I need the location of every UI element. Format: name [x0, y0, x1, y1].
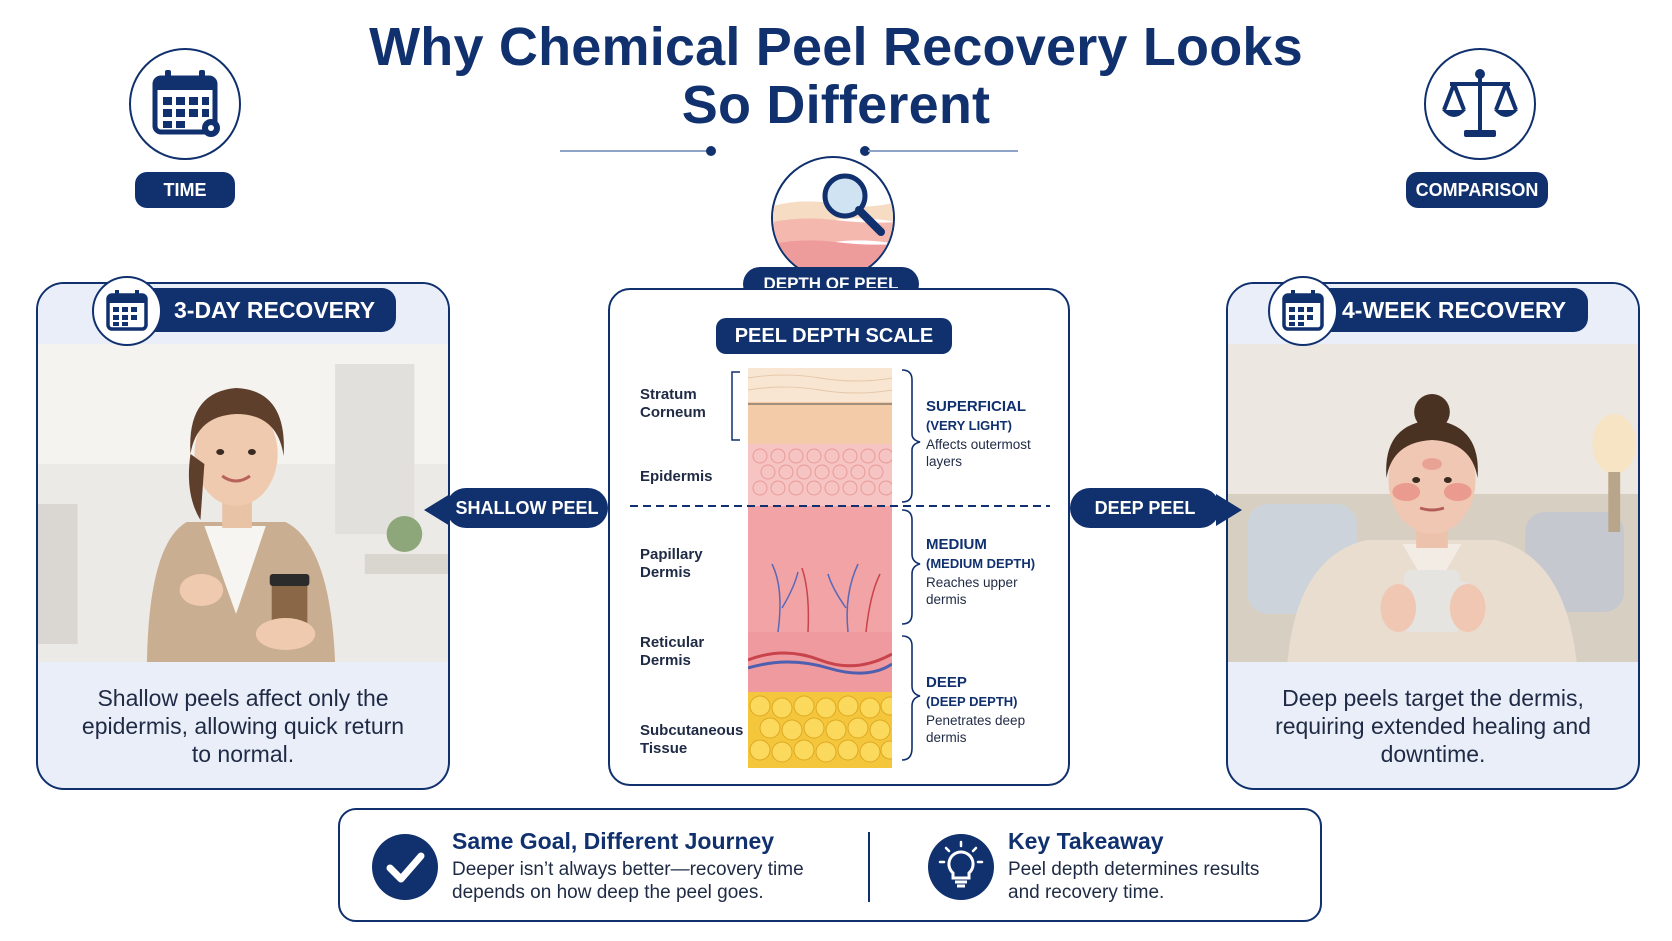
right-panel-heading: 4-WEEK RECOVERY: [1308, 288, 1588, 332]
text-line: Deeper isn’t always better—recovery time: [452, 859, 804, 880]
shallow-peel-arrow: SHALLOW PEEL: [446, 488, 608, 528]
depth-medium-name: MEDIUM: [926, 536, 987, 553]
comparison-circle: [1424, 48, 1536, 160]
layer-label-reticular-dermis: Reticular Dermis: [640, 634, 704, 670]
layer-label-stratum-corneum: Stratum Corneum: [640, 386, 706, 422]
title-rule-right: [868, 150, 1018, 152]
peel-depth-scale-title: PEEL DEPTH SCALE: [716, 318, 952, 354]
right-recovery-panel: Deep peels target the dermis, requiring …: [1226, 282, 1640, 790]
summary-left-text: Deeper isn’t always better—recovery time…: [452, 858, 804, 904]
right-panel-caption: Deep peels target the dermis, requiring …: [1275, 685, 1591, 767]
layer-label-subcutaneous-tissue: Subcutaneous Tissue: [640, 722, 743, 758]
desc-line: Affects outermost: [926, 437, 1031, 452]
right-calendar-circle: [1268, 276, 1338, 346]
calendar-icon: [1282, 290, 1324, 331]
text-line: and recovery time.: [1008, 882, 1165, 903]
magnifying-glass-icon: [773, 173, 893, 278]
lightbulb-icon: [938, 840, 984, 888]
epidermis-dermis-divider: [630, 505, 1050, 507]
left-calendar-circle: [92, 276, 162, 346]
depth-deep-sub: (DEEP DEPTH): [926, 694, 1018, 709]
layer-line: Dermis: [640, 652, 691, 669]
check-circle: [372, 834, 438, 900]
time-badge: TIME: [135, 172, 235, 208]
depth-superficial-sub: (VERY LIGHT): [926, 418, 1012, 433]
depth-superficial-name: SUPERFICIAL: [926, 398, 1027, 415]
layer-line: Papillary: [640, 546, 703, 563]
deep-peel-arrow: DEEP PEEL: [1070, 488, 1220, 528]
page-title: Why Chemical Peel Recovery Looks So Diff…: [369, 17, 1303, 135]
depth-medium-sub: (MEDIUM DEPTH): [926, 556, 1036, 571]
depth-deep-desc: Penetrates deep dermis: [926, 712, 1025, 746]
desc-line: Penetrates deep: [926, 713, 1026, 728]
depth-brackets: [901, 369, 921, 761]
left-panel-caption: Shallow peels affect only the epidermis,…: [81, 685, 405, 767]
depth-deep-name: DEEP: [926, 674, 967, 691]
desc-line: layers: [926, 454, 963, 469]
time-circle: [129, 48, 241, 160]
left-recovery-panel: Shallow peels affect only the epidermis,…: [36, 282, 450, 790]
balance-scale-icon: [1442, 69, 1518, 137]
shallow-peel-photo: [38, 344, 448, 662]
skin-cross-section: [748, 368, 892, 768]
layer-line: Epidermis: [640, 468, 713, 485]
comparison-badge: COMPARISON: [1406, 172, 1548, 208]
layer-line: Dermis: [640, 564, 691, 581]
lightbulb-circle: [928, 834, 994, 900]
peel-depth-scale-panel: PEEL DEPTH SCALE: [608, 288, 1070, 786]
summary-right-text: Peel depth determines results and recove…: [1008, 858, 1259, 904]
summary-box: Same Goal, Different Journey Deeper isn’…: [338, 808, 1322, 922]
text-line: depends on how deep the peel goes.: [452, 882, 764, 903]
desc-line: dermis: [926, 730, 967, 745]
shallow-arrow-head: [424, 494, 450, 526]
deep-peel-photo: [1228, 344, 1638, 662]
layer-line: Stratum: [640, 386, 697, 403]
depth-superficial-desc: Affects outermost layers: [926, 436, 1031, 470]
layer-line: Reticular: [640, 634, 705, 651]
check-icon: [386, 852, 425, 883]
summary-right-title: Key Takeaway: [1008, 828, 1164, 854]
title-rule-left: [560, 150, 710, 152]
layer-line: Tissue: [640, 740, 688, 757]
summary-divider: [868, 832, 870, 902]
left-panel-heading: 3-DAY RECOVERY: [140, 288, 396, 332]
summary-left-title: Same Goal, Different Journey: [452, 828, 775, 854]
stratum-bracket: [731, 371, 740, 441]
layer-label-epidermis: Epidermis: [640, 468, 713, 486]
text-line: Peel depth determines results: [1008, 859, 1260, 880]
layer-line: Corneum: [640, 404, 706, 421]
depth-magnifier-circle: [771, 156, 895, 280]
deep-arrow-head: [1216, 494, 1242, 526]
title-dot-right: [860, 146, 870, 156]
calendar-icon: [106, 290, 148, 331]
desc-line: Reaches upper: [926, 575, 1018, 590]
desc-line: dermis: [926, 592, 967, 607]
calendar-icon: [152, 70, 220, 137]
depth-medium-desc: Reaches upper dermis: [926, 574, 1018, 608]
layer-label-papillary-dermis: Papillary Dermis: [640, 546, 703, 582]
title-dot-left: [706, 146, 716, 156]
layer-line: Subcutaneous: [640, 722, 744, 739]
